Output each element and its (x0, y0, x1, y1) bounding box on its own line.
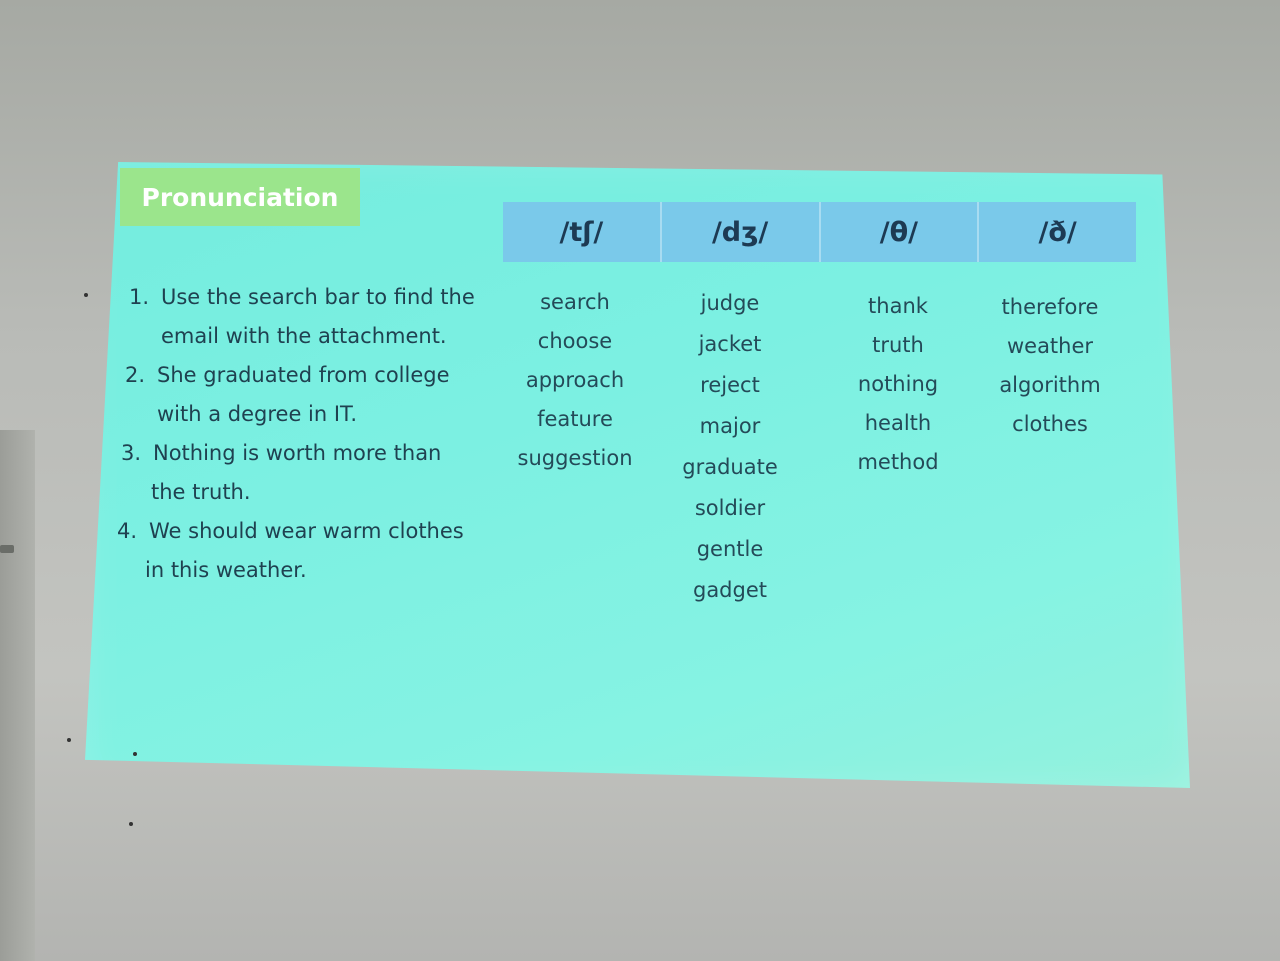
word-column-eth: therefore weather algorithm clothes (975, 288, 1125, 444)
word: algorithm (999, 373, 1101, 397)
sentence-continuation: in this weather. (115, 551, 495, 590)
phoneme-header: /tʃ/ (559, 216, 604, 248)
word: reject (700, 373, 760, 397)
word: health (864, 411, 932, 435)
word: nothing (857, 372, 939, 396)
word: soldier (694, 496, 766, 520)
word: weather (1006, 334, 1094, 358)
wall-mark (84, 293, 88, 297)
sentence-line: Use the search bar to find the (161, 285, 475, 309)
word: search (540, 290, 610, 314)
sentence-line: We should wear warm clothes (149, 519, 464, 543)
sentence-number: 2. (125, 363, 146, 387)
word-column-tsh: search choose approach feature suggestio… (500, 283, 650, 478)
word-column-dzh: judge jacket reject major graduate soldi… (655, 283, 805, 611)
sentence-line: with a degree in IT. (157, 402, 358, 426)
sentence-number: 4. (117, 519, 138, 543)
wall-socket (0, 545, 14, 553)
wall-edge (0, 430, 35, 961)
sentence-line: Nothing is worth more than (153, 441, 442, 465)
sentence-line: She graduated from college (157, 363, 450, 387)
word: major (699, 414, 761, 438)
word: gentle (696, 537, 764, 561)
sentence-item: 1. Use the search bar to find the (115, 278, 495, 317)
word: judge (700, 291, 760, 315)
sentence-continuation: with a degree in IT. (115, 395, 495, 434)
wall-mark (67, 738, 71, 742)
example-sentences: 1. Use the search bar to find the email w… (115, 278, 495, 590)
sentence-item: 3. Nothing is worth more than (115, 434, 495, 473)
slide-title-box: Pronunciation (120, 168, 360, 226)
word: clothes (1012, 412, 1088, 436)
word: graduate (682, 455, 778, 479)
word: feature (537, 407, 613, 431)
word: choose (537, 329, 613, 353)
word: therefore (1001, 295, 1099, 319)
sentence-continuation: email with the attachment. (115, 317, 495, 356)
phoneme-header: /dʒ/ (659, 202, 819, 262)
word: method (857, 450, 939, 474)
phoneme-header: /θ/ (818, 202, 978, 262)
phoneme-header-row: /tʃ/ /dʒ/ /θ/ /ð/ (503, 202, 1136, 262)
sentence-line: the truth. (151, 480, 251, 504)
wall-mark (129, 822, 133, 826)
sentence-line: in this weather. (145, 558, 307, 582)
sentence-number: 1. (129, 285, 150, 309)
word-column-theta: thank truth nothing health method (823, 287, 973, 482)
sentence-line: email with the attachment. (161, 324, 447, 348)
word: jacket (698, 332, 762, 356)
word: gadget (692, 578, 767, 602)
phoneme-header: /ð/ (977, 202, 1136, 262)
word: approach (525, 368, 625, 392)
sentence-number: 3. (121, 441, 142, 465)
word: thank (868, 294, 928, 318)
sentence-continuation: the truth. (115, 473, 495, 512)
slide-title: Pronunciation (141, 182, 339, 212)
wall-mark (133, 752, 137, 756)
word: truth (872, 333, 924, 357)
sentence-item: 2. She graduated from college (115, 356, 495, 395)
sentence-item: 4. We should wear warm clothes (115, 512, 495, 551)
word: suggestion (517, 446, 633, 470)
projected-slide (85, 162, 1190, 788)
